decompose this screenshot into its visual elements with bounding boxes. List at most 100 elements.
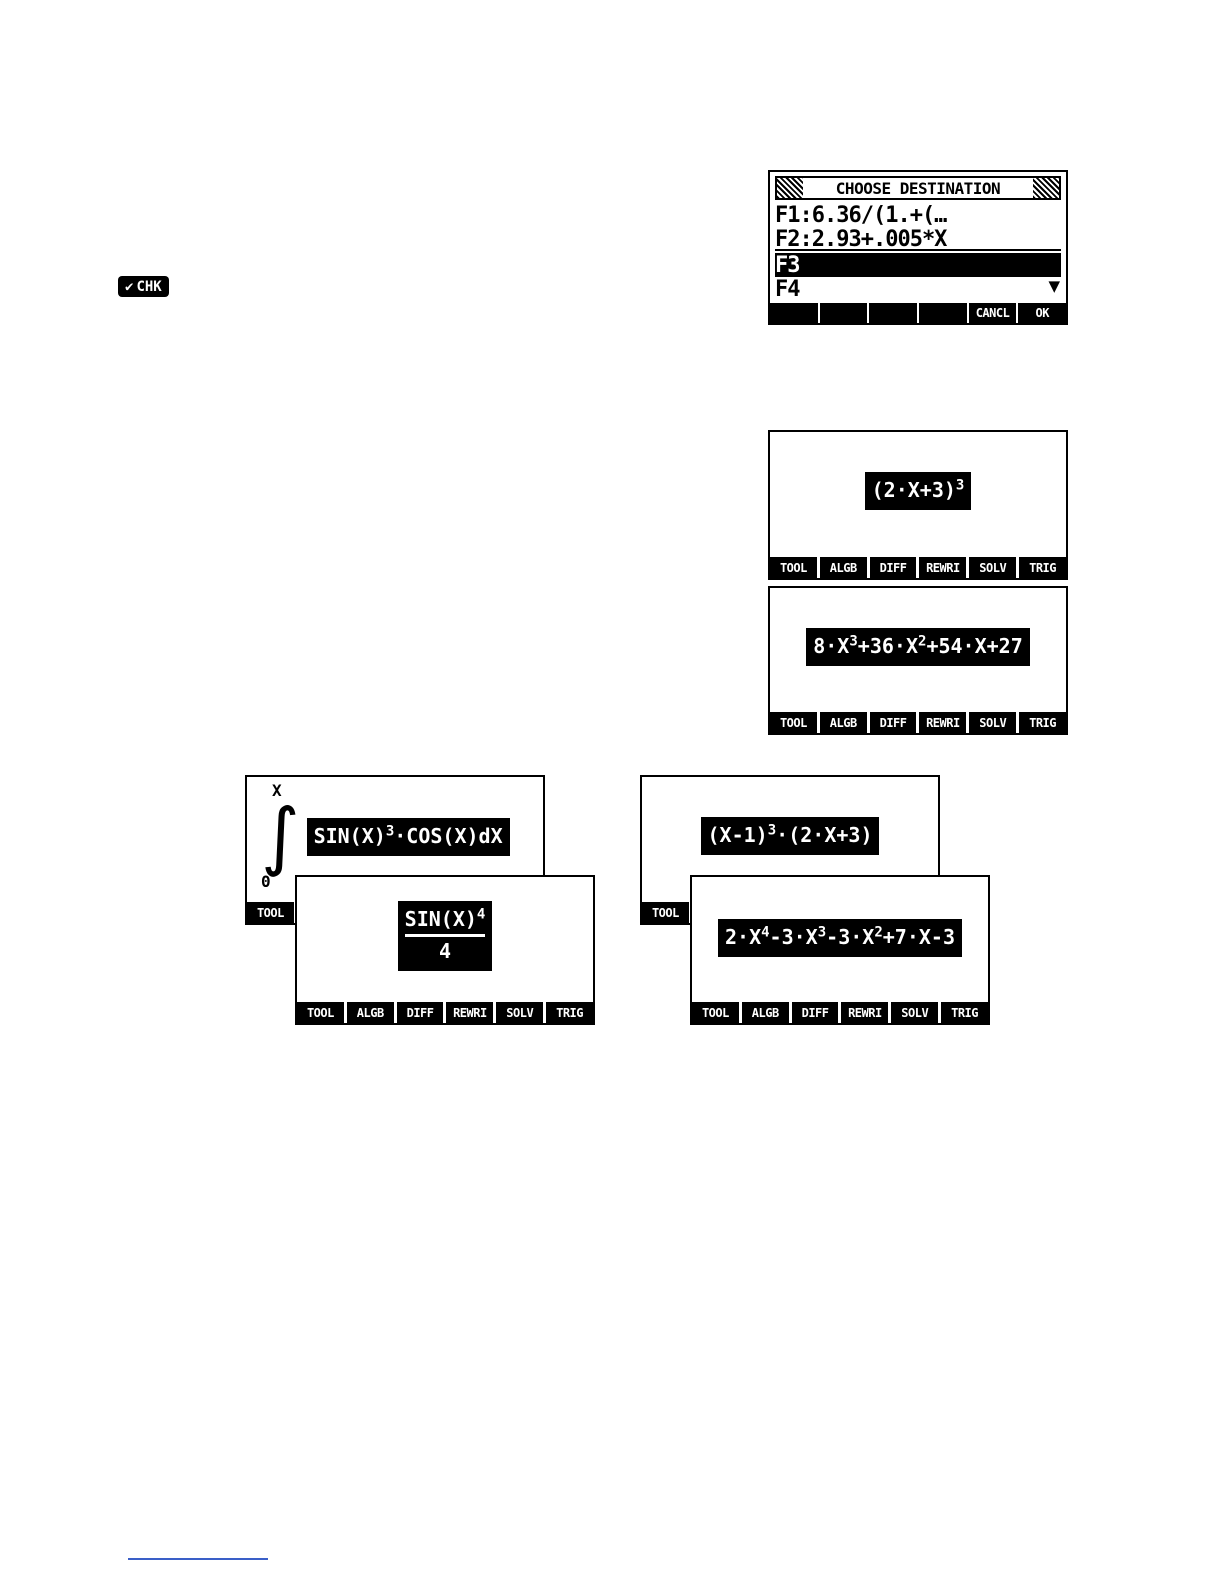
softkey-solv[interactable]: SOLV <box>496 1002 544 1023</box>
softkey-empty-3 <box>867 303 917 323</box>
choose-item-label: F3 <box>775 253 800 277</box>
expr-part: +54·X+27 <box>926 634 1023 658</box>
softkey-algb[interactable]: ALGB <box>819 712 867 733</box>
expr-exponent: 3 <box>849 633 858 650</box>
softkey-solv[interactable]: SOLV <box>969 712 1017 733</box>
softkey-rewri[interactable]: REWRI <box>919 557 967 578</box>
chk-label: CHK <box>136 278 162 295</box>
expr-exponent: 4 <box>476 906 486 923</box>
softkey-diff[interactable]: DIFF <box>869 557 917 578</box>
softkey-rewri[interactable]: REWRI <box>919 712 967 733</box>
highlighted-expression: (2·X+3)3 <box>864 472 972 510</box>
softkey-cancel[interactable]: CANCL <box>966 303 1017 323</box>
calc-screen-power-expression: (2·X+3)3 TOOL ALGB DIFF REWRI SOLV TRIG <box>768 430 1068 580</box>
softkey-solv[interactable]: SOLV <box>969 557 1017 578</box>
softkey-empty-4 <box>917 303 967 323</box>
softkey-tool[interactable]: TOOL <box>297 1002 344 1023</box>
expr-exponent: 4 <box>761 924 770 941</box>
softkey-empty-1 <box>770 303 818 323</box>
expr-exponent: 3 <box>955 477 965 494</box>
expr-exponent: 3 <box>385 823 395 840</box>
highlighted-expression: 2·X4-3·X3-3·X2+7·X-3 <box>717 919 963 957</box>
soft-menu: TOOL ALGB DIFF REWRI SOLV TRIG <box>770 712 1066 733</box>
expression-area: 2·X4-3·X3-3·X2+7·X-3 <box>692 919 988 957</box>
integral-sign-group: X ∫ 0 <box>261 783 300 890</box>
choose-item-label: F1:6.36/(1.+(… <box>775 203 947 227</box>
calc-screen-antiderivative: SIN(X)4 4 TOOL ALGB DIFF REWRI SOLV TRIG <box>295 875 595 1025</box>
integral-upper-limit: X <box>272 781 282 800</box>
expr-part: 8·X <box>813 634 850 658</box>
expr-exponent: 3 <box>817 924 827 941</box>
softkey-empty-2 <box>817 303 868 323</box>
expr-part: +7·X-3 <box>882 925 956 949</box>
choose-item-label: F2:2.93+.005*X <box>775 227 947 251</box>
softkey-rewri[interactable]: REWRI <box>841 1002 889 1023</box>
softkey-trig[interactable]: TRIG <box>546 1002 593 1023</box>
choose-item-f1[interactable]: F1:6.36/(1.+(… <box>775 203 1061 227</box>
chk-softkey-badge: ✔ CHK <box>118 276 169 297</box>
expr-part: 2·X <box>724 925 762 949</box>
softkey-rewri[interactable]: REWRI <box>446 1002 494 1023</box>
highlighted-integrand: SIN(X)3·COS(X)dX <box>306 817 510 856</box>
expr-part: +36·X <box>857 634 918 658</box>
softkey-solv[interactable]: SOLV <box>891 1002 939 1023</box>
integral-expression: X ∫ 0 SIN(X)3·COS(X)dX <box>261 783 510 890</box>
softkey-tool[interactable]: TOOL <box>692 1002 739 1023</box>
check-icon: ✔ <box>125 278 134 295</box>
choose-item-label: F4 <box>775 277 800 301</box>
calc-screen-choose-destination: CHOOSE DESTINATION F1:6.36/(1.+(… F2:2.9… <box>768 170 1068 325</box>
expression-area: (X-1)3·(2·X+3) <box>642 817 938 855</box>
softkey-trig[interactable]: TRIG <box>1019 557 1066 578</box>
highlighted-expression: 8·X3+36·X2+54·X+27 <box>806 628 1030 666</box>
calc-screen-expanded-product: 2·X4-3·X3-3·X2+7·X-3 TOOL ALGB DIFF REWR… <box>690 875 990 1025</box>
fraction-numerator: SIN(X)4 <box>405 907 486 931</box>
hatch-pattern-right <box>1033 178 1059 198</box>
fraction-bar <box>404 934 486 937</box>
expr-base: (2·X+3) <box>871 478 956 502</box>
softkey-tool[interactable]: TOOL <box>247 902 294 923</box>
dialog-softkey-bar: CANCL OK <box>770 303 1066 323</box>
expression-area: 8·X3+36·X2+54·X+27 <box>770 628 1066 666</box>
softkey-diff[interactable]: DIFF <box>396 1002 444 1023</box>
softkey-diff[interactable]: DIFF <box>791 1002 839 1023</box>
softkey-algb[interactable]: ALGB <box>819 557 867 578</box>
choose-item-f3-selected[interactable]: F3 <box>775 253 1061 277</box>
soft-menu: TOOL ALGB DIFF REWRI SOLV TRIG <box>770 557 1066 578</box>
expr-part: (X-1) <box>707 823 768 847</box>
softkey-tool[interactable]: TOOL <box>770 557 817 578</box>
highlighted-expression: (X-1)3·(2·X+3) <box>700 817 880 855</box>
expr-part: ·COS(X)dX <box>394 823 503 848</box>
hatch-pattern-left <box>777 178 803 198</box>
dialog-title: CHOOSE DESTINATION <box>835 178 1001 198</box>
softkey-diff[interactable]: DIFF <box>869 712 917 733</box>
soft-menu: TOOL ALGB DIFF REWRI SOLV TRIG <box>692 1002 988 1023</box>
expr-exponent: 2 <box>874 924 883 941</box>
fraction-denominator: 4 <box>438 939 452 963</box>
calc-screen-expanded-polynomial: 8·X3+36·X2+54·X+27 TOOL ALGB DIFF REWRI … <box>768 586 1068 735</box>
dialog-title-bar: CHOOSE DESTINATION <box>775 176 1061 200</box>
highlighted-fraction: SIN(X)4 4 <box>397 901 493 971</box>
expr-part: ·(2·X+3) <box>776 823 873 847</box>
scroll-down-icon: ▼ <box>1048 277 1060 295</box>
softkey-algb[interactable]: ALGB <box>741 1002 789 1023</box>
softkey-tool[interactable]: TOOL <box>642 902 689 923</box>
expr-part: -3·X <box>769 925 818 949</box>
choose-item-f4[interactable]: F4 ▼ <box>775 277 1061 301</box>
expr-exponent: 3 <box>767 822 777 839</box>
integral-icon: ∫ <box>261 793 300 879</box>
expression-area: SIN(X)4 4 <box>297 901 593 971</box>
softkey-algb[interactable]: ALGB <box>346 1002 394 1023</box>
softkey-tool[interactable]: TOOL <box>770 712 817 733</box>
soft-menu: TOOL ALGB DIFF REWRI SOLV TRIG <box>297 1002 593 1023</box>
expr-part: SIN(X) <box>313 823 386 848</box>
choose-item-f2[interactable]: F2:2.93+.005*X <box>775 227 1061 251</box>
softkey-ok[interactable]: OK <box>1016 303 1066 323</box>
expression-area: (2·X+3)3 <box>770 472 1066 510</box>
integral-lower-limit: 0 <box>261 872 271 892</box>
expr-exponent: 2 <box>918 633 927 650</box>
footnote-rule <box>128 1558 268 1560</box>
expr-part: SIN(X) <box>404 907 477 931</box>
softkey-trig[interactable]: TRIG <box>941 1002 988 1023</box>
softkey-trig[interactable]: TRIG <box>1019 712 1066 733</box>
